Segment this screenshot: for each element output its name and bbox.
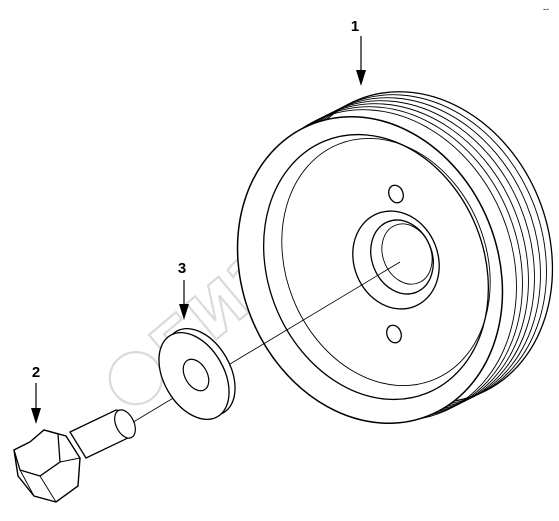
pulley — [236, 91, 554, 425]
bolt-tip — [114, 409, 136, 439]
washer — [158, 327, 236, 421]
washer-hole — [182, 358, 210, 392]
pulley-hub-bore-inner — [381, 223, 433, 285]
pulley-bolt-hole-bottom — [386, 324, 402, 344]
callout-number-2: 2 — [32, 364, 40, 381]
callout-2: 2 — [31, 364, 41, 424]
corner-mark: -- — [543, 4, 549, 14]
pulley-bolt-hole-top — [388, 184, 404, 204]
callout-arrow-1 — [356, 70, 366, 86]
callout-number-3: 3 — [178, 260, 186, 277]
watermark-logo-circle — [108, 351, 163, 406]
callout-number-1: 1 — [351, 18, 359, 35]
callout-3: 3 — [178, 260, 189, 320]
callout-1: 1 — [351, 18, 366, 86]
pulley-web — [281, 137, 491, 387]
pulley-rim-inner — [262, 133, 490, 401]
callout-arrow-3 — [179, 304, 189, 320]
bolt — [13, 409, 136, 503]
callout-arrow-2 — [31, 408, 41, 424]
bolt-head-face — [13, 429, 61, 477]
